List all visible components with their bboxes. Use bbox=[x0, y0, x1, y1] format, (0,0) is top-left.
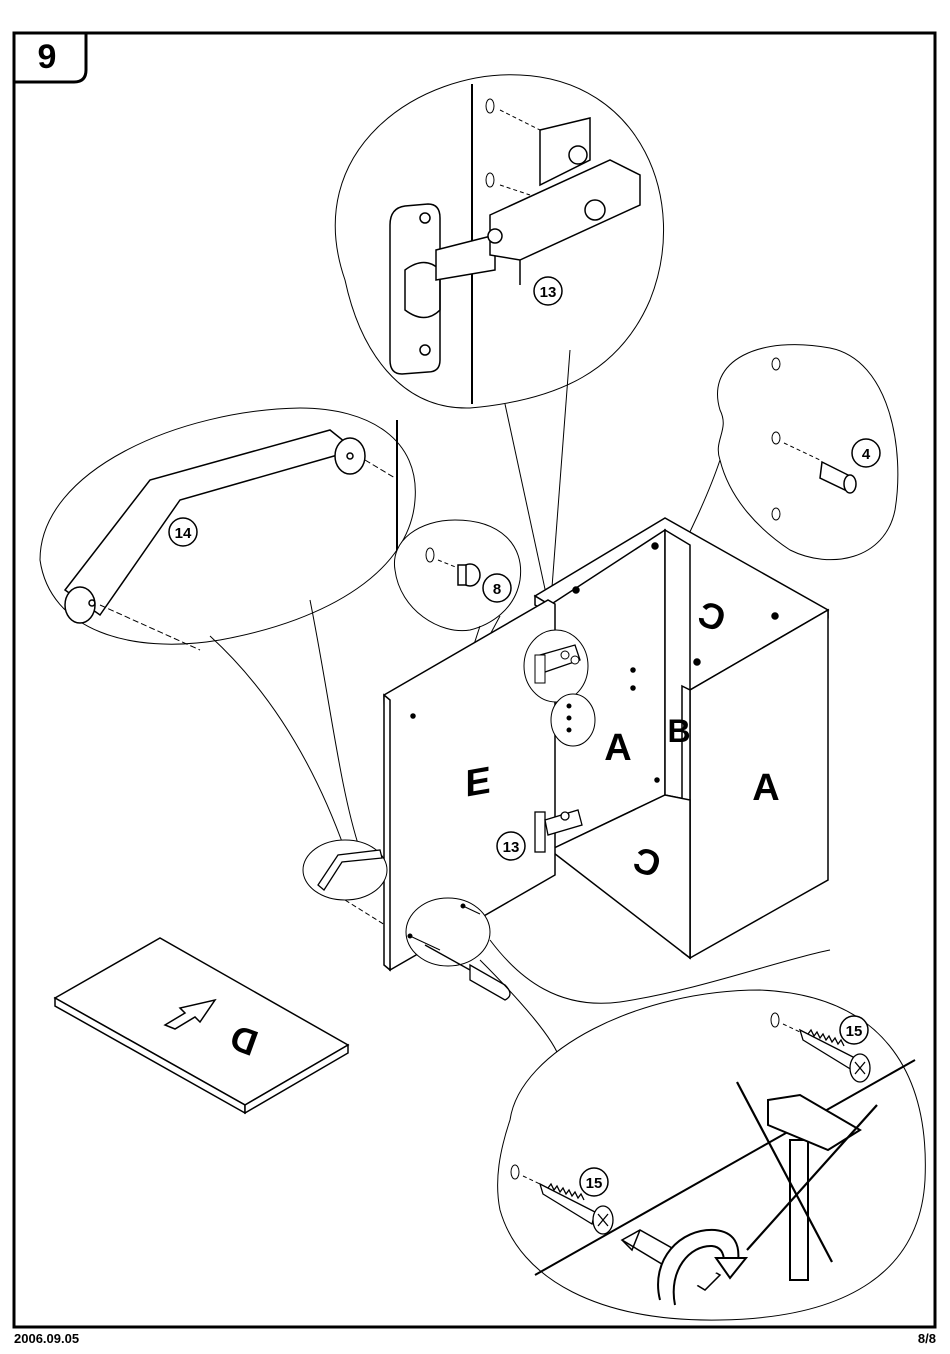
footer-page-number: 8/8 bbox=[918, 1331, 936, 1346]
callout-screw-left: 15 bbox=[586, 1175, 603, 1192]
handle-small bbox=[303, 840, 387, 925]
callout-knob: 8 bbox=[493, 581, 501, 598]
callout-handle: 14 bbox=[175, 525, 192, 542]
step-tab: 9 bbox=[14, 33, 86, 82]
panel-label-a-back: A bbox=[604, 727, 631, 769]
callout-screw-right: 15 bbox=[846, 1023, 863, 1040]
hinge-upper-small bbox=[524, 630, 588, 702]
hinge-plate-icon bbox=[390, 204, 440, 374]
panel-label-b: B bbox=[667, 713, 690, 749]
callout-hinge-lower: 13 bbox=[503, 839, 520, 856]
step-number: 9 bbox=[38, 38, 57, 76]
handle-bubble: 14 bbox=[40, 408, 415, 850]
screw-small-bubble bbox=[406, 898, 490, 966]
shelf-d bbox=[55, 938, 348, 1113]
panel-label-e: E bbox=[465, 759, 490, 806]
screw-detail-bubble: 15 15 bbox=[498, 990, 926, 1320]
footer-date: 2006.09.05 bbox=[14, 1331, 79, 1346]
callout-shelf-pin: 4 bbox=[862, 446, 871, 463]
shelf-pin-small-bubble bbox=[551, 694, 595, 746]
knob-icon bbox=[458, 564, 480, 586]
panel-label-a-side: A bbox=[752, 767, 779, 809]
callout-hinge-detail: 13 bbox=[540, 284, 557, 301]
